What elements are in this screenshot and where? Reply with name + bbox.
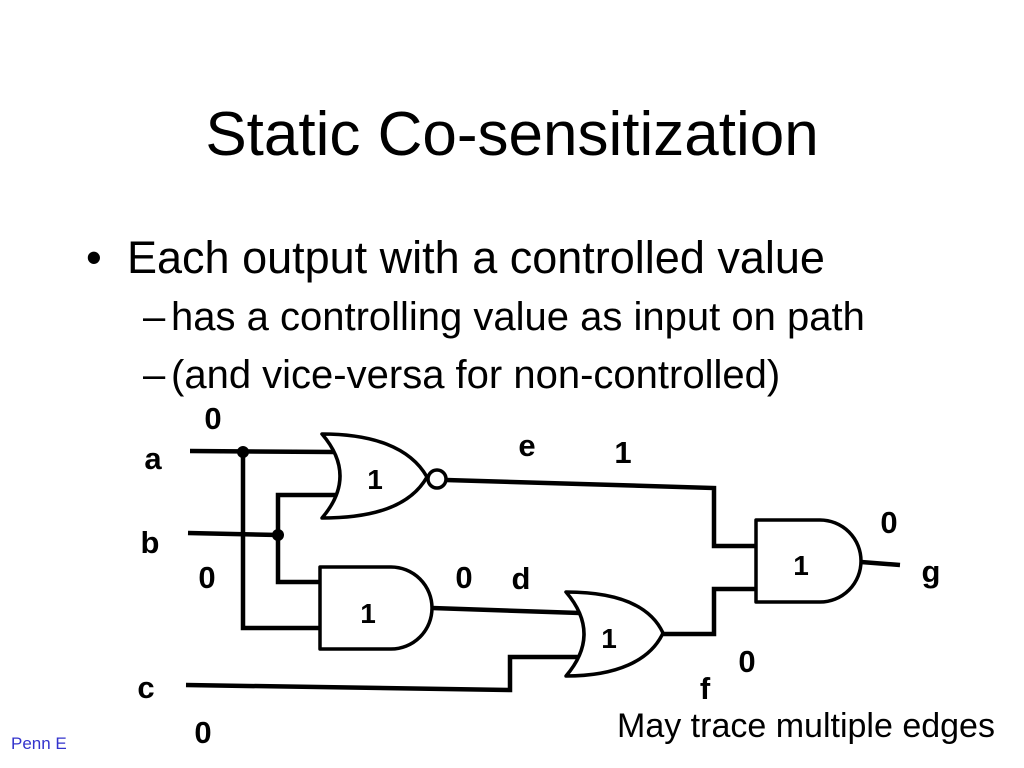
bullet-marker: • — [86, 232, 102, 283]
signal-name-d: d — [512, 561, 531, 596]
signal-value-g: 0 — [880, 505, 897, 540]
and-gate-icon — [318, 565, 434, 651]
sub-bullet-text: (and vice-versa for non-controlled) — [171, 353, 781, 397]
gates — [318, 432, 863, 678]
gate-labels: 1 1 1 1 — [360, 464, 809, 654]
signal-value-c: 0 — [194, 715, 211, 750]
sub-bullet-marker: – — [143, 295, 166, 339]
sub-bullet-text: has a controlling value as input on path — [171, 295, 865, 339]
wire-f — [663, 586, 756, 637]
wire-g — [860, 559, 901, 568]
and-gate-icon — [754, 518, 863, 604]
wire-b-to-and-gate — [275, 535, 320, 585]
wire-c — [185, 654, 579, 693]
signal-value-f: 0 — [738, 644, 755, 679]
wire-d — [431, 605, 581, 616]
gate-label: 1 — [360, 598, 376, 629]
signal-name-b: b — [141, 525, 160, 560]
signal-name-e: e — [518, 428, 535, 463]
slide-caption: May trace multiple edges — [617, 707, 995, 745]
gate-label: 1 — [367, 464, 383, 495]
slide-footer: Penn E — [11, 734, 67, 753]
signal-name-g: g — [922, 554, 941, 589]
wire-e — [445, 477, 756, 549]
wires — [185, 448, 901, 693]
wire-a — [189, 448, 335, 455]
nor-gate-icon — [320, 432, 429, 520]
signal-labels: 0 a b 0 c 0 e 1 0 d 0 f 0 g — [137, 401, 940, 750]
signal-name-c: c — [137, 670, 154, 705]
signal-value-b: 0 — [198, 560, 215, 595]
junction-dot-a — [237, 446, 249, 458]
or-gate-icon — [564, 590, 665, 678]
wire-a-to-and-gate — [240, 452, 320, 631]
sub-bullet-marker: – — [143, 353, 166, 397]
nor-gate-bubble — [426, 468, 448, 490]
signal-name-a: a — [144, 441, 162, 476]
wire-b — [187, 530, 279, 538]
signal-value-d: 0 — [455, 560, 472, 595]
wire-b-to-nor-gate — [275, 492, 337, 535]
junction-dot-b — [272, 529, 284, 541]
bullet-text: Each output with a controlled value — [127, 232, 825, 283]
gate-label: 1 — [601, 623, 617, 654]
signal-value-a: 0 — [204, 401, 221, 436]
signal-name-f: f — [700, 671, 711, 706]
gate-label: 1 — [793, 550, 809, 581]
signal-value-e: 1 — [614, 435, 631, 470]
slide-title: Static Co-sensitization — [205, 100, 819, 169]
